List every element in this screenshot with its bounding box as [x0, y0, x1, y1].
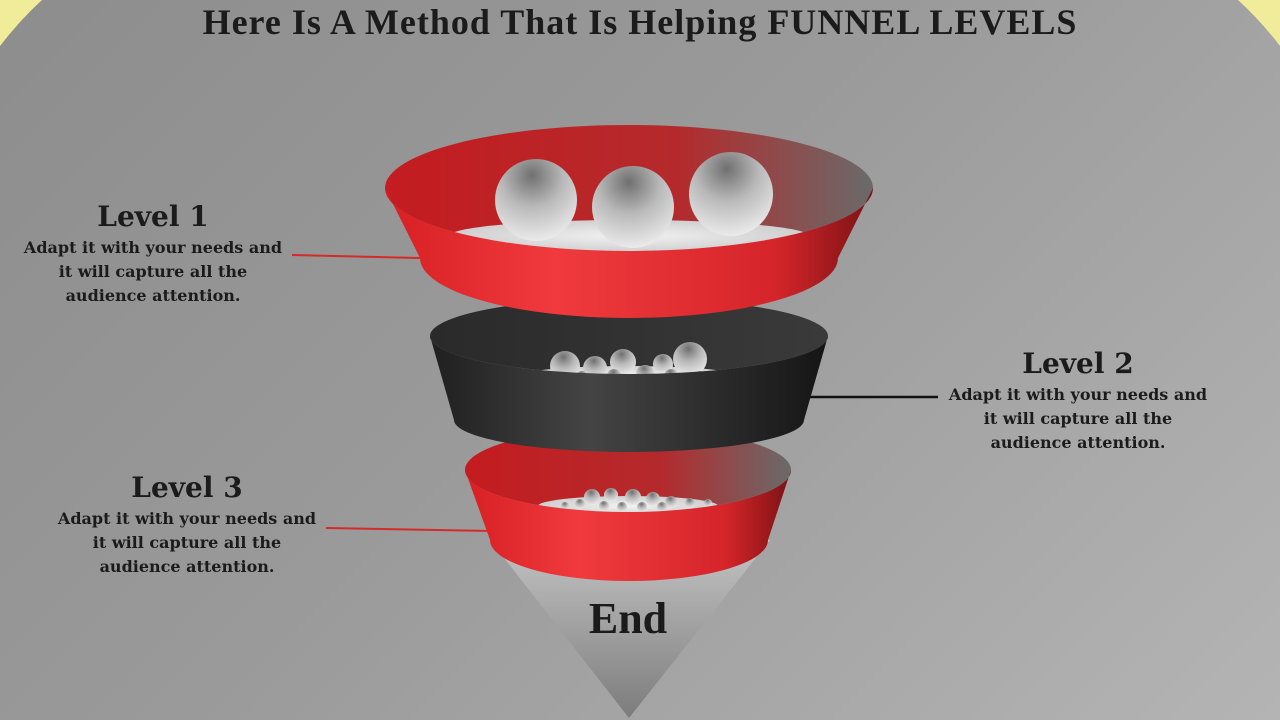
level-1-title: Level 1	[97, 200, 209, 233]
level-3-ring	[465, 428, 791, 581]
level-2-text: Level 2 Adapt it with your needs and it …	[943, 347, 1213, 455]
corner-accent-left	[0, 0, 42, 46]
end-cone	[490, 540, 770, 718]
level-1-balls	[495, 152, 773, 248]
level-1-description: Adapt it with your needs and it will cap…	[23, 238, 283, 305]
level-2-description: Adapt it with your needs and it will cap…	[948, 385, 1208, 452]
level-1-ring	[385, 125, 873, 318]
level-3-text: Level 3 Adapt it with your needs and it …	[52, 471, 322, 579]
corner-accent-right	[1238, 0, 1280, 46]
level-3-description: Adapt it with your needs and it will cap…	[57, 509, 317, 576]
level-1-connector	[291, 254, 421, 259]
end-label: End	[588, 594, 668, 643]
level-2-ring	[430, 298, 828, 452]
level-3-title: Level 3	[131, 471, 243, 504]
page-title: Here Is A Method That Is Helping FUNNEL …	[202, 2, 1078, 42]
level-2-title: Level 2	[1022, 347, 1134, 380]
level-3-balls	[561, 488, 712, 512]
level-3-connector	[325, 527, 493, 532]
level-1-text: Level 1 Adapt it with your needs and it …	[18, 200, 288, 308]
